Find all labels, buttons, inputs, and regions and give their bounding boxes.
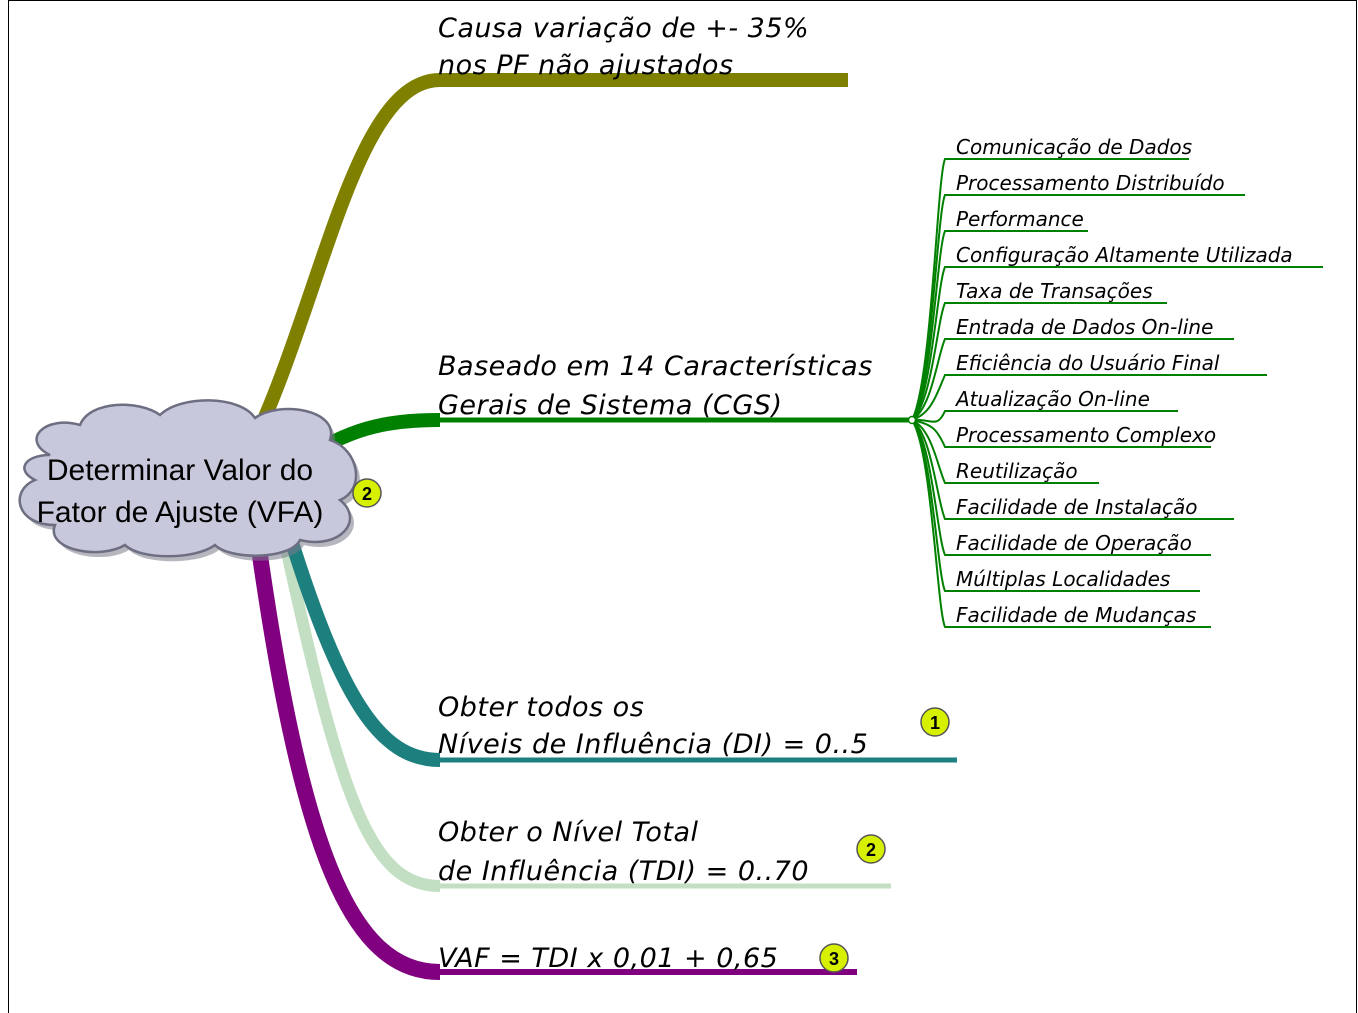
cgs-item-label: Entrada de Dados On-line — [956, 315, 1213, 339]
central-topic-line-1: Determinar Valor do — [47, 454, 313, 487]
branch-label-cgs-2: Gerais de Sistema (CGS) — [438, 390, 782, 421]
priority-badge-vaf: 3 — [819, 943, 849, 973]
page-border — [8, 0, 1357, 1013]
cgs-connector — [911, 419, 1234, 520]
central-topic: Determinar Valor do Fator de Ajuste (VFA… — [18, 399, 361, 562]
cgs-item-label: Taxa de Transações — [956, 279, 1153, 303]
cgs-item-label: Atualização On-line — [954, 387, 1150, 411]
svg-text:3: 3 — [829, 949, 839, 969]
branch-label-tdi: Obter o Nível Total — [438, 817, 699, 848]
cgs-item-label: Múltiplas Localidades — [956, 567, 1170, 591]
cgs-junction-dot — [907, 415, 917, 425]
branch-label-di: Obter todos os — [438, 692, 644, 723]
branch-label-tdi-2: de Influência (TDI) = 0..70 — [438, 856, 809, 887]
branch-line-variacao — [233, 73, 848, 474]
cgs-connector — [911, 419, 1211, 628]
cgs-connector — [911, 302, 1167, 421]
cgs-connector — [911, 410, 1178, 423]
cgs-connector — [911, 374, 1267, 421]
cgs-item-label: Configuração Altamente Utilizada — [956, 243, 1293, 267]
cgs-item-label: Facilidade de Instalação — [956, 495, 1197, 519]
cgs-item-label: Eficiência do Usuário Final — [956, 351, 1220, 375]
branch-label-cgs: Baseado em 14 Características — [438, 351, 873, 382]
cgs-connector — [911, 419, 1099, 484]
cgs-item-label: Processamento Complexo — [956, 423, 1216, 447]
svg-text:2: 2 — [866, 840, 876, 860]
cgs-sub-connectors — [911, 158, 1323, 628]
branch-connectors — [233, 73, 957, 980]
cgs-item-label: Comunicação de Dados — [956, 135, 1192, 159]
priority-badge-center: 2 — [352, 478, 382, 508]
branch-label-variacao: Causa variação de +- 35% — [438, 13, 809, 44]
branch-label-vaf: VAF = TDI x 0,01 + 0,65 — [438, 943, 778, 974]
cgs-connector — [911, 419, 1211, 448]
cgs-item-label: Facilidade de Mudanças — [956, 603, 1196, 627]
priority-badge-di: 1 — [920, 707, 950, 737]
branch-line-vaf — [247, 518, 441, 980]
cgs-connector — [911, 266, 1323, 421]
branch-line-tdi — [274, 518, 441, 892]
branch-labels: Causa variação de +- 35% nos PF não ajus… — [438, 13, 873, 974]
cgs-connector — [911, 230, 1088, 421]
branch-line-di — [278, 517, 441, 767]
branch-label-variacao-2: nos PF não ajustados — [438, 50, 734, 81]
priority-badge-tdi: 2 — [856, 834, 886, 864]
svg-text:1: 1 — [930, 713, 940, 733]
cgs-item-label: Reutilização — [956, 459, 1078, 483]
cgs-connector — [911, 338, 1234, 421]
central-topic-line-2: Fator de Ajuste (VFA) — [37, 496, 324, 529]
cgs-item-label: Facilidade de Operação — [956, 531, 1192, 555]
cgs-item-label: Processamento Distribuído — [956, 171, 1225, 195]
svg-text:2: 2 — [362, 484, 372, 504]
cgs-item-label: Performance — [956, 207, 1084, 231]
branch-label-di-2: Níveis de Influência (DI) = 0..5 — [438, 729, 868, 760]
